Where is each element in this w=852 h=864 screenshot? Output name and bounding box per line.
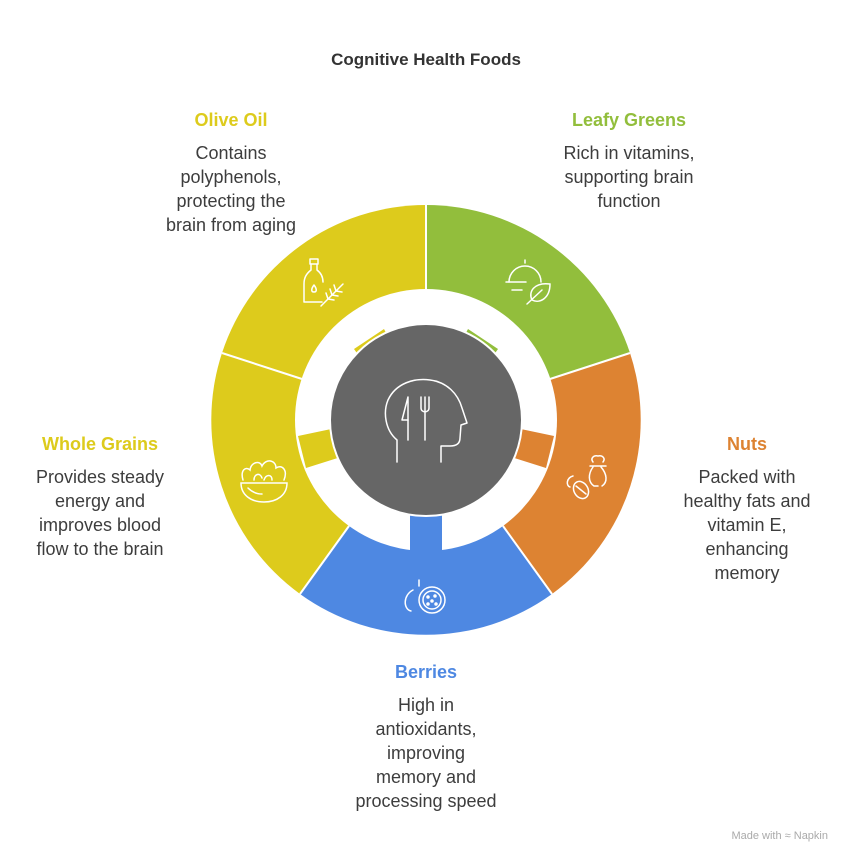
- label-title: Whole Grains: [41, 434, 158, 454]
- cloche-leaf-icon: [505, 259, 551, 305]
- made-with-napkin[interactable]: Made with ≈ Napkin: [731, 830, 828, 842]
- label-berries: Berries High in antioxidants, improving …: [326, 662, 526, 813]
- nuts-jar-icon: [566, 455, 607, 500]
- label-description: High in antioxidants, improving memory a…: [355, 695, 497, 811]
- berry-icon: [404, 579, 446, 614]
- salad-bowl-icon: [240, 460, 288, 503]
- center-circle: [329, 323, 523, 517]
- oil-bottle-herb-icon: [303, 258, 344, 307]
- label-title: Leafy Greens: [571, 110, 687, 130]
- label-title: Berries: [394, 662, 458, 682]
- diagram-title: Cognitive Health Foods: [331, 50, 521, 69]
- label-leafy-greens: Leafy Greens Rich in vitamins, supportin…: [529, 110, 729, 213]
- label-description: Rich in vitamins, supporting brain funct…: [563, 143, 695, 211]
- napkin-logo-icon: ≈: [784, 830, 791, 842]
- label-description: Provides steady energy and improves bloo…: [35, 467, 165, 559]
- label-title: Olive Oil: [194, 110, 268, 130]
- label-description: Packed with healthy fats and vitamin E, …: [683, 467, 811, 583]
- label-olive-oil: Olive Oil Contains polyphenols, protecti…: [131, 110, 331, 237]
- label-nuts: Nuts Packed with healthy fats and vitami…: [647, 434, 847, 585]
- head-with-fork-and-knife-icon: [384, 378, 468, 463]
- label-whole-grains: Whole Grains Provides steady energy and …: [0, 434, 200, 561]
- label-title: Nuts: [727, 434, 767, 454]
- label-description: Contains polyphenols, protecting the bra…: [165, 143, 297, 235]
